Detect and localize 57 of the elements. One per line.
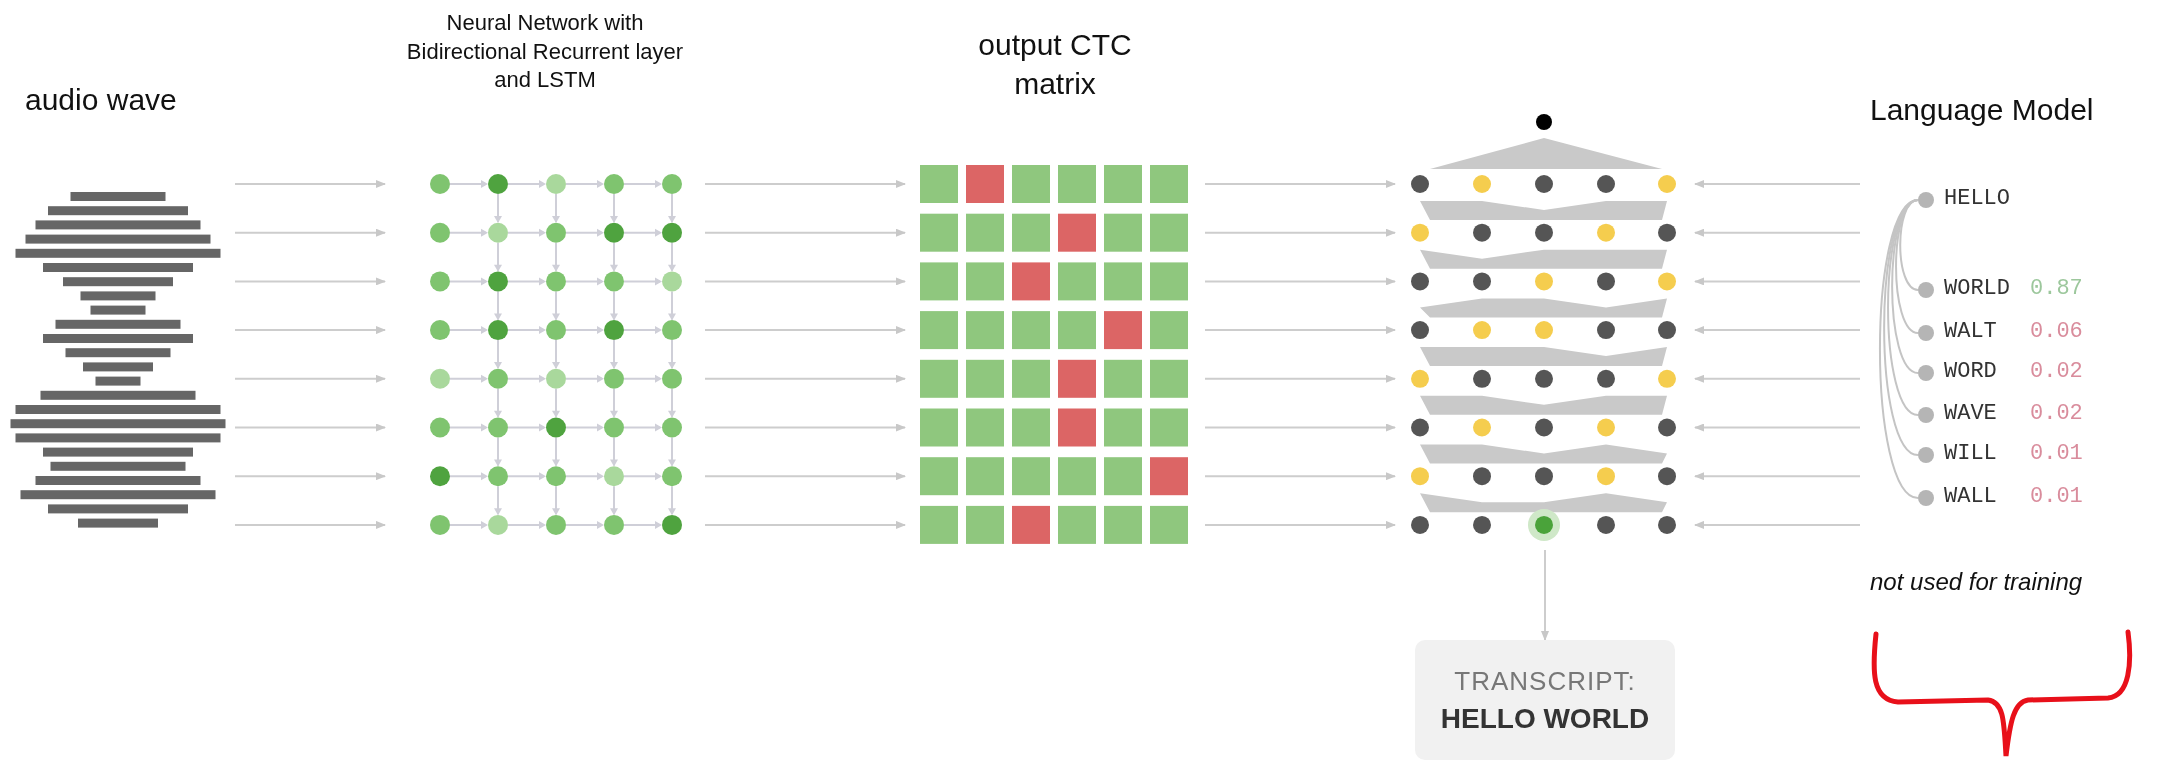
- probability-value: 0.01: [2030, 484, 2083, 509]
- arrow: [234, 228, 386, 237]
- arrow: [704, 520, 906, 529]
- arrow: [1694, 277, 1861, 286]
- arrow: [1694, 326, 1861, 335]
- arrow: [1204, 472, 1396, 481]
- arrow: [1694, 228, 1861, 237]
- arrow: [704, 374, 906, 383]
- arrow: [234, 180, 386, 188]
- arrow: [1204, 423, 1396, 432]
- arrow: [1694, 374, 1861, 383]
- heading: audio wave: [25, 82, 177, 118]
- connector-line: [1883, 199, 1919, 456]
- word-text: WORD: [1944, 359, 1997, 384]
- arrow: [1204, 374, 1396, 383]
- arrow: [704, 277, 906, 286]
- arrow: [704, 423, 906, 432]
- connector-line: [1878, 199, 1919, 499]
- arrow: [1204, 520, 1396, 529]
- word-text: WORLD: [1944, 276, 2010, 301]
- arrow: [234, 423, 386, 432]
- arrow: [704, 228, 906, 237]
- probability-value: 0.87: [2030, 276, 2083, 301]
- arrow: [234, 472, 386, 481]
- arrow: [234, 326, 386, 335]
- arrow: [704, 326, 906, 335]
- arrow: [234, 277, 386, 286]
- arrow: [1694, 472, 1861, 481]
- arrow: [1204, 277, 1396, 286]
- arrow: [1694, 520, 1861, 529]
- probability-value: 0.02: [2030, 401, 2083, 426]
- transcript-card: [1415, 640, 1675, 760]
- arrow: [1541, 549, 1549, 641]
- arrow: [1694, 180, 1861, 188]
- connector-line: [1899, 199, 1919, 291]
- probability-value: 0.02: [2030, 359, 2083, 384]
- arrow: [1694, 423, 1861, 432]
- word-text: WILL: [1944, 441, 1997, 466]
- arrow: [1204, 180, 1396, 188]
- probability-value: 0.06: [2030, 319, 2083, 344]
- note-text: not used for training: [1870, 568, 2083, 596]
- word-text: WALL: [1944, 484, 1997, 509]
- heading: Neural Network with Bidirectional Recurrent layer and LSTM: [405, 9, 685, 95]
- heading: output CTC matrix: [977, 27, 1133, 102]
- arrow: [234, 520, 386, 529]
- word-text: WAVE: [1944, 401, 1997, 426]
- arrow: [704, 180, 906, 188]
- arrow: [234, 374, 386, 383]
- probability-value: 0.01: [2030, 441, 2083, 466]
- arrow: [1204, 228, 1396, 237]
- word-text: HELLO: [1944, 186, 2010, 211]
- heading: Language Model: [1870, 92, 2094, 128]
- word-text: WALT: [1944, 319, 1997, 344]
- arrow: [704, 472, 906, 481]
- transcript-text: HELLO WORLD: [1440, 702, 1650, 735]
- transcript-label: TRANSCRIPT:: [1454, 665, 1636, 697]
- arrow: [1204, 326, 1396, 335]
